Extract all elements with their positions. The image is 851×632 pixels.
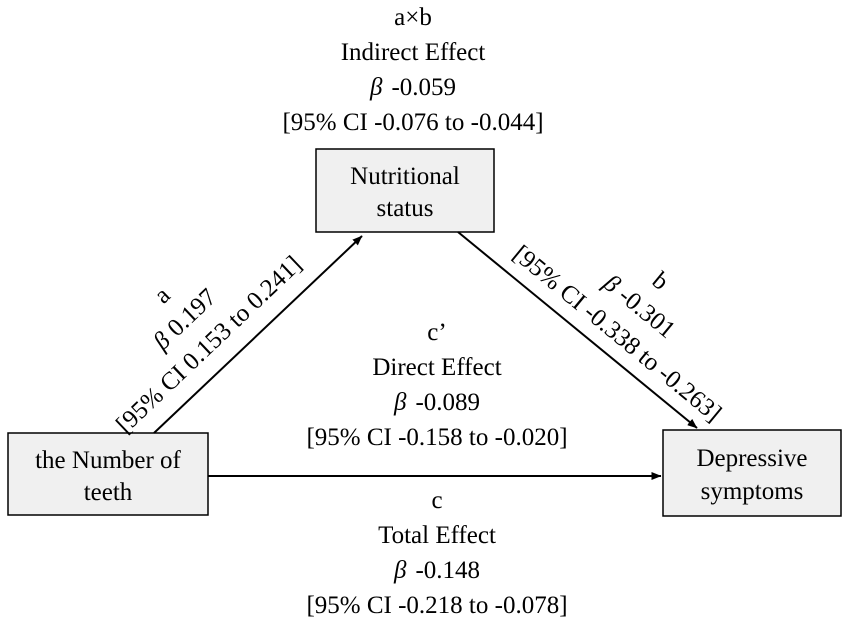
total-effect-beta-value: -0.148 bbox=[415, 557, 480, 584]
beta-symbol: β bbox=[393, 557, 407, 584]
beta-symbol: β bbox=[369, 74, 383, 101]
direct-effect-beta-value: -0.089 bbox=[415, 389, 480, 416]
node-box bbox=[7, 432, 209, 516]
path-a-ci: [95% CI 0.153 to 0.241] bbox=[111, 251, 307, 439]
node-label-line1: Depressive bbox=[696, 445, 807, 472]
node-label-line2: status bbox=[377, 195, 434, 222]
node-label-line2: symptoms bbox=[701, 478, 804, 505]
total-effect-label: c Total Effect β -0.148 [95% CI -0.218 to… bbox=[306, 487, 567, 619]
indirect-effect-title: Indirect Effect bbox=[341, 39, 486, 66]
path-a-name: a bbox=[149, 282, 176, 309]
node-number-of-teeth: the Number of teeth bbox=[7, 432, 209, 516]
direct-effect-ci: [95% CI -0.158 to -0.020] bbox=[306, 424, 567, 451]
indirect-effect-beta: β -0.059 bbox=[369, 74, 456, 101]
node-label-line1: Nutritional bbox=[350, 163, 460, 190]
total-effect-ci: [95% CI -0.218 to -0.078] bbox=[306, 592, 567, 619]
node-nutritional-status: Nutritional status bbox=[315, 148, 495, 233]
path-b-label: b β-0.301 [95% CI -0.338 to -0.263] bbox=[508, 240, 727, 427]
direct-effect-beta: β -0.089 bbox=[393, 389, 480, 416]
node-box bbox=[662, 429, 842, 517]
total-effect-title: Total Effect bbox=[378, 522, 496, 549]
indirect-effect-beta-value: -0.059 bbox=[391, 74, 456, 101]
beta-symbol: β bbox=[393, 389, 407, 416]
indirect-effect-name: a×b bbox=[394, 4, 432, 31]
arrow-a bbox=[153, 235, 363, 434]
direct-effect-label: c’ Direct Effect β -0.089 [95% CI -0.158 … bbox=[306, 319, 567, 451]
node-box bbox=[315, 148, 495, 233]
direct-effect-name: c’ bbox=[427, 319, 446, 346]
path-b-name: b bbox=[647, 267, 674, 296]
path-b-ci: [95% CI -0.338 to -0.263] bbox=[508, 240, 727, 427]
indirect-effect-label: a×b Indirect Effect β -0.059 [95% CI -0.0… bbox=[282, 4, 543, 136]
indirect-effect-ci: [95% CI -0.076 to -0.044] bbox=[282, 109, 543, 136]
total-effect-name: c bbox=[431, 487, 442, 514]
total-effect-beta: β -0.148 bbox=[393, 557, 480, 584]
direct-effect-title: Direct Effect bbox=[372, 354, 501, 381]
node-label-line2: teeth bbox=[84, 479, 133, 506]
node-depressive-symptoms: Depressive symptoms bbox=[662, 429, 842, 517]
node-label-line1: the Number of bbox=[35, 447, 181, 474]
arrow-b bbox=[457, 231, 698, 429]
